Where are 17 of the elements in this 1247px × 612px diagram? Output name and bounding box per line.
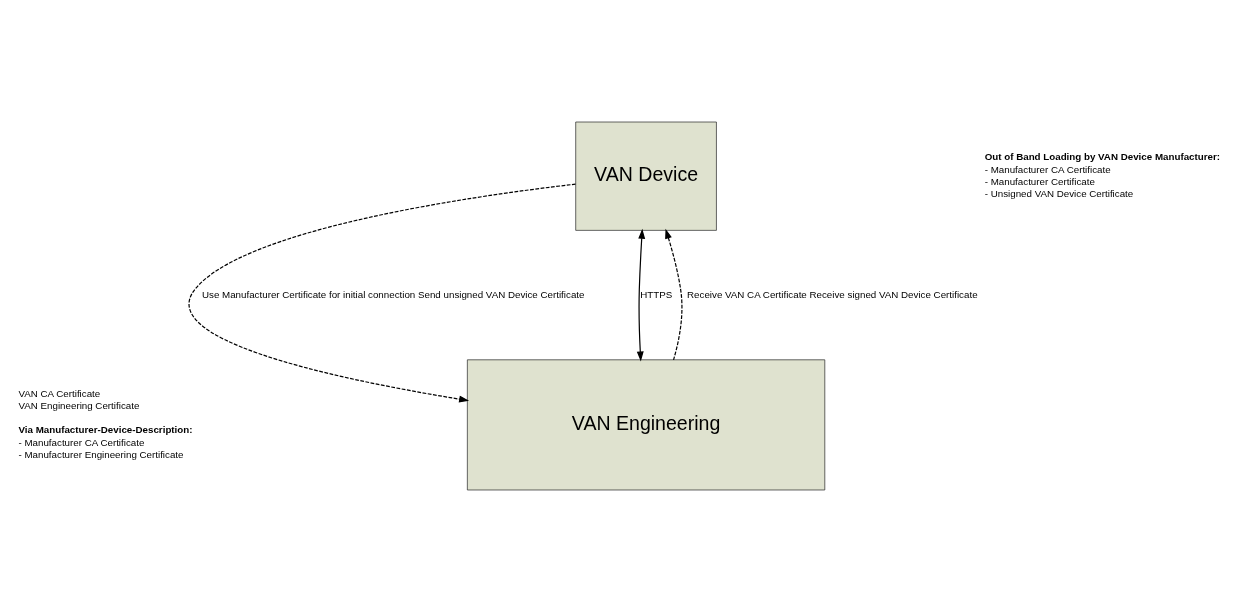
arrow bbox=[188, 183, 577, 403]
arrow bbox=[636, 228, 646, 362]
node-label: VAN CA Certificate bbox=[18, 388, 101, 400]
edge-label: HTTPS bbox=[640, 288, 673, 300]
node-label: Via Manufacturer-Device-Description: bbox=[18, 423, 193, 435]
node-label: - Manufacturer CA Certificate bbox=[984, 163, 1111, 175]
edge-label: Use Manufacturer Certificate for initial connection Send unsigned VAN Device Certificate bbox=[201, 288, 585, 300]
edge-label: Receive VAN CA Certificate Receive signed VAN Device Certificate bbox=[687, 288, 978, 300]
node-label: - Unsigned VAN Device Certificate bbox=[984, 187, 1134, 199]
node-box: VAN Engineering bbox=[466, 359, 826, 491]
node-label: - Manufacturer CA Certificate bbox=[18, 436, 145, 448]
node-label: VAN Engineering Certificate bbox=[18, 400, 140, 412]
arrow bbox=[665, 228, 683, 361]
node-label: - Manufacturer Engineering Certificate bbox=[18, 448, 184, 460]
node-label: - Manufacturer Certificate bbox=[984, 175, 1095, 187]
node-label: Out of Band Loading by VAN Device Manufacturer: bbox=[984, 150, 1221, 162]
node-box: VAN Device bbox=[575, 121, 717, 231]
